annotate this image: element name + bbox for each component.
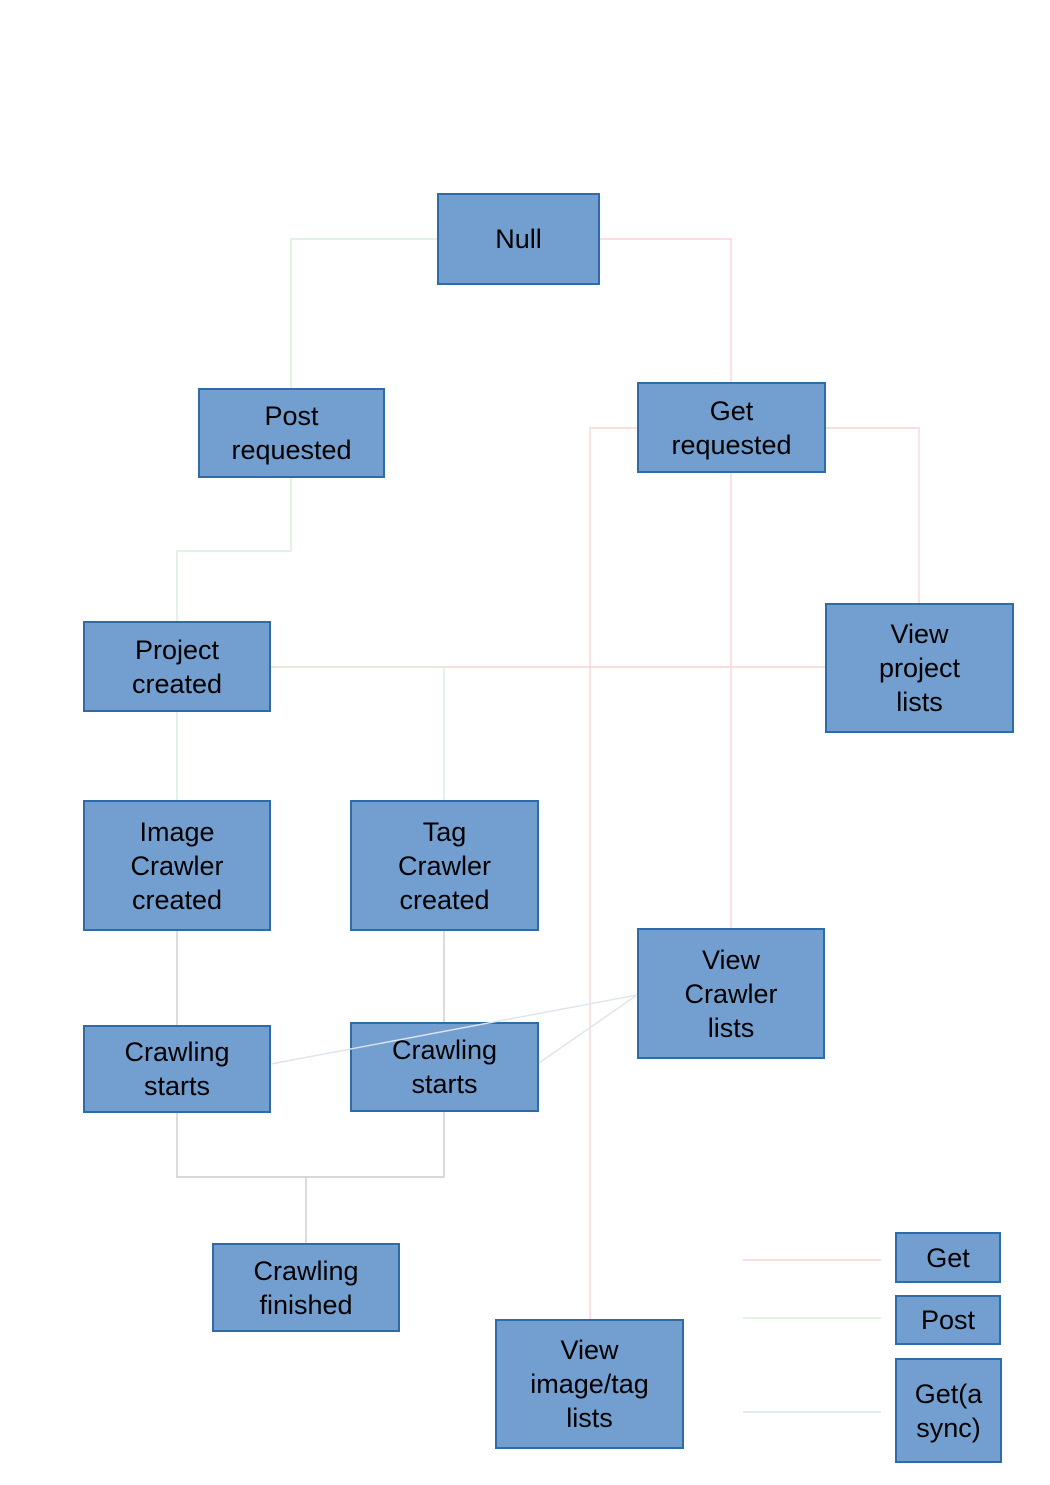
node-crawling-finished-label: Crawling finished xyxy=(253,1255,359,1320)
edge-get-requested-to-view-image-tag-lists xyxy=(589,427,637,1319)
node-view-crawler-lists: View Crawler lists xyxy=(637,928,825,1059)
legend-async-label: Get(async) xyxy=(914,1378,983,1443)
edge-null-to-post-requested xyxy=(290,238,437,388)
node-crawling-starts-tag-label: Crawling starts xyxy=(391,1035,498,1099)
legend-post-label: Post xyxy=(920,1305,976,1335)
edge-null-to-get-requested xyxy=(600,238,732,382)
node-null-label: Null xyxy=(495,224,542,254)
edge-project-created-to-tag-crawler-created xyxy=(271,666,445,800)
legend-async-box: Get(async) xyxy=(895,1358,1002,1463)
node-project-created-label: Project created xyxy=(131,634,223,699)
node-crawling-starts-tag: Crawling starts xyxy=(350,1022,539,1112)
node-crawling-finished: Crawling finished xyxy=(212,1243,400,1332)
edge-get-requested-to-view-project-lists xyxy=(826,427,920,603)
node-view-image-tag-lists: View image/tag lists xyxy=(495,1319,684,1449)
node-null: Null xyxy=(437,193,600,285)
node-tag-crawler-created-label: Tag Crawler created xyxy=(397,816,491,915)
node-get-requested: Get requested xyxy=(637,382,826,473)
node-view-image-tag-lists-label: View image/tag lists xyxy=(530,1335,649,1433)
node-image-crawler-created-label: Image Crawler created xyxy=(130,816,224,915)
node-view-project-lists: View project lists xyxy=(825,603,1014,733)
edge-crawling-starts-merge xyxy=(176,1112,445,1178)
node-tag-crawler-created: Tag Crawler created xyxy=(350,800,539,931)
edge-crawling-starts-tag-to-view-crawler-lists xyxy=(538,994,638,1064)
node-get-requested-label: Get requested xyxy=(671,395,792,460)
edge-post-requested-to-project-created xyxy=(176,478,292,621)
node-view-crawler-lists-label: View Crawler lists xyxy=(684,944,778,1043)
legend-get-box: Get xyxy=(895,1232,1001,1283)
node-crawling-starts-image: Crawling starts xyxy=(83,1025,271,1113)
node-image-crawler-created: Image Crawler created xyxy=(83,800,271,931)
node-post-requested: Post requested xyxy=(198,388,385,478)
node-post-requested-label: Post requested xyxy=(231,401,352,465)
node-crawling-starts-image-label: Crawling starts xyxy=(124,1037,230,1101)
node-project-created: Project created xyxy=(83,621,271,712)
legend-get-label: Get xyxy=(926,1242,970,1273)
legend-post-box: Post xyxy=(895,1295,1001,1345)
node-view-project-lists-label: View project lists xyxy=(878,619,961,717)
